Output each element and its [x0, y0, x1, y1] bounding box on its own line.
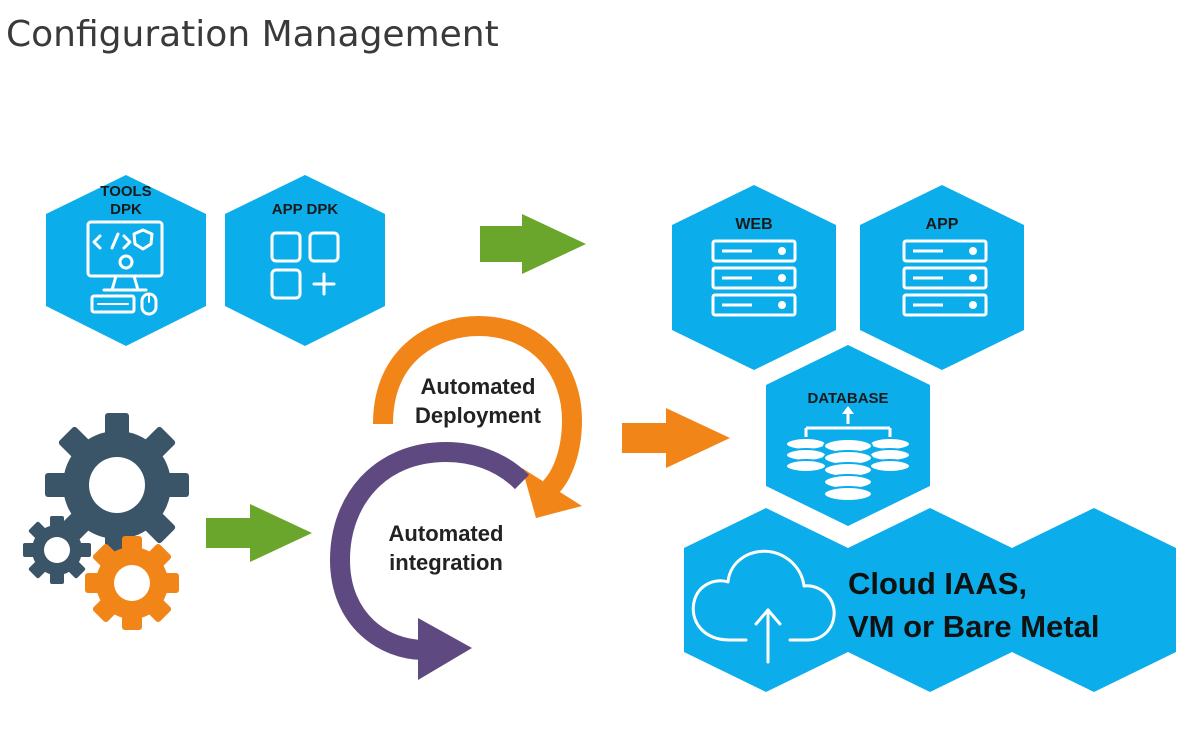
page-title: Configuration Management: [6, 14, 499, 55]
automated-deployment-line1: Automated: [421, 374, 536, 399]
green-arrow-icon: [480, 214, 586, 274]
automated-deployment-line2: Deployment: [415, 403, 542, 428]
small-gear-icon: [23, 516, 91, 584]
orange-arrow-icon: [622, 408, 730, 468]
server-rack-icon: [902, 239, 988, 317]
automated-integration-line1: Automated: [389, 521, 504, 546]
cloud-hex-shape-1: [684, 508, 848, 692]
tools-dpk-label-line2: DPK: [110, 201, 142, 218]
web-server-hexagon: WEB: [672, 185, 836, 370]
cloud-hex-shape-3: [1012, 508, 1176, 692]
cloud-hexagon-band: [684, 508, 1176, 692]
tools-dpk-hexagon: TOOLS DPK: [46, 175, 206, 346]
deployment-cycle-arrow: [373, 315, 583, 496]
web-hex-shape: [672, 185, 836, 370]
database-stack-icon: [785, 406, 911, 502]
app-server-hexagon: APP: [860, 185, 1024, 370]
automated-integration-line2: integration: [389, 550, 503, 575]
deployment-arrowhead-icon: [522, 468, 582, 518]
cloud-upload-icon: [691, 549, 836, 664]
app-grid-add-icon: [270, 231, 340, 300]
app-dpk-label: APP DPK: [272, 201, 339, 218]
database-hex-shape: [766, 345, 930, 526]
tools-dpk-hex-shape: [46, 175, 206, 346]
green-arrow-icon: [206, 504, 312, 562]
cloud-label-line2: VM or Bare Metal: [848, 609, 1100, 644]
orange-gear-icon: [85, 536, 179, 630]
tools-dpk-label-line1: TOOLS: [100, 183, 151, 200]
cloud-hex-shape-2: [848, 508, 1012, 692]
app-label: APP: [926, 216, 959, 233]
app-dpk-hexagon: APP DPK: [225, 175, 385, 346]
developer-workstation-icon: [86, 220, 164, 316]
large-gear-icon: [45, 413, 189, 557]
app-dpk-hex-shape: [225, 175, 385, 346]
integration-arrowhead-icon: [418, 618, 472, 680]
server-rack-icon: [711, 239, 797, 317]
cloud-label-line1: Cloud IAAS,: [848, 566, 1027, 601]
integration-cycle-arrow: [329, 441, 530, 660]
web-label: WEB: [735, 216, 772, 233]
database-label: DATABASE: [807, 390, 888, 407]
database-hexagon: DATABASE: [766, 345, 930, 526]
